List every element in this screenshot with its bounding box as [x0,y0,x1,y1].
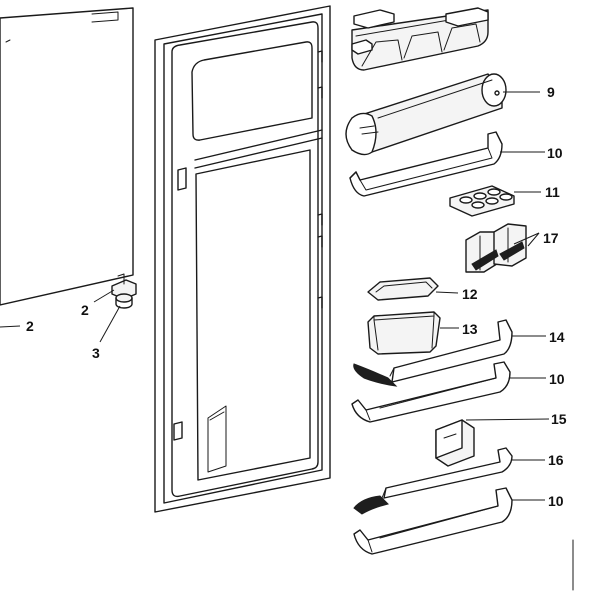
hinge-part [111,273,137,300]
callout-2-cabinet: 2 [26,318,34,334]
callout-12: 12 [462,286,478,302]
callout-17: 17 [543,230,559,246]
bottle-clip [435,419,475,467]
cabinet-side-panel [0,7,134,306]
callout-labels: 2 2 3 9 10 11 17 12 13 14 10 15 16 10 [26,84,567,509]
callout-3: 3 [92,345,100,361]
lower-rail [353,447,513,515]
callout-10-upper: 10 [547,145,563,161]
callout-10-lower: 10 [548,493,564,509]
callout-16: 16 [548,452,564,468]
callout-10-middle: 10 [549,371,565,387]
leader-lines [0,91,550,501]
callout-14: 14 [549,329,565,345]
door-bin-middle [351,361,511,423]
callout-13: 13 [462,321,478,337]
door-bin-lower [353,487,513,555]
dairy-compartment [345,73,507,156]
refrigerator-door [154,5,331,513]
hinge-washer [115,293,133,309]
storage-box [367,311,441,355]
bottle-holder [465,223,527,273]
top-shelf-part [351,7,489,71]
callout-9: 9 [547,84,555,100]
egg-tray [449,185,515,217]
bottle-rail [353,319,513,387]
door-bin-upper [349,131,503,197]
callout-11: 11 [545,184,560,200]
storage-lid [367,277,439,301]
callout-2-hinge: 2 [81,302,89,318]
callout-15: 15 [551,411,567,427]
